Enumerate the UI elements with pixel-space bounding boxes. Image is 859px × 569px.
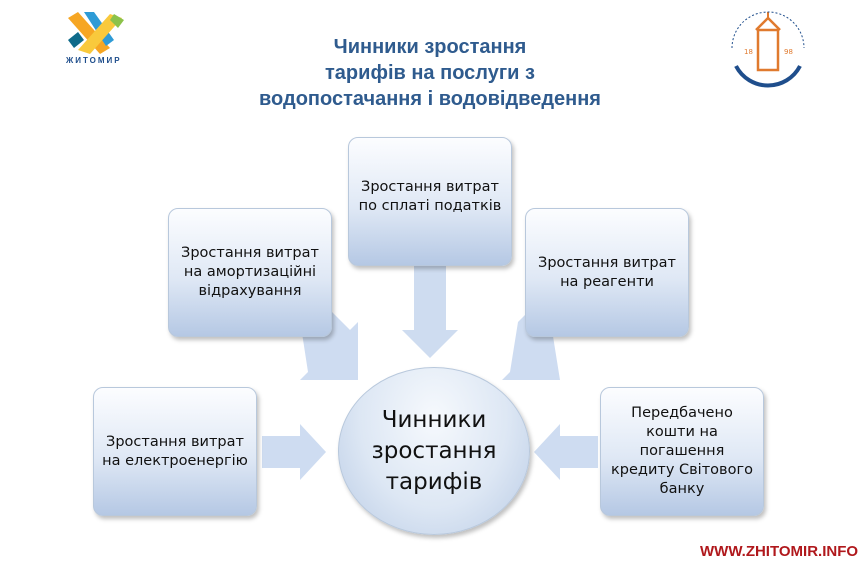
slide-title: Чинники зростання тарифів на послуги з в… [250,34,610,112]
factor-taxes: Зростання витрат по сплаті податків [348,137,512,266]
center-line: зростання [371,437,497,464]
factor-electricity: Зростання витрат на електроенергію [93,387,257,516]
center-node: Чинники зростання тарифів [338,367,530,535]
title-line: Чинники зростання [333,36,527,58]
title-line: тарифів на послуги з [325,62,535,84]
center-line: тарифів [385,468,483,495]
center-line: Чинники [381,406,487,433]
arrow-right [262,424,326,480]
factor-world-bank-credit: Передбачено кошти на погашення кредиту С… [600,387,764,516]
factor-reagents: Зростання витрат на реагенти [525,208,689,337]
svg-text:18: 18 [744,48,753,56]
title-line: водопостачання і водовідведення [259,88,601,110]
zhytomyr-logo [64,10,128,60]
vodokanal-logo: 18 98 [718,8,818,92]
factor-amortization: Зростання витрат на амортизаційні відрах… [168,208,332,337]
zhytomyr-logo-text: ЖИТОМИР [66,56,122,65]
arrow-down [402,266,458,358]
arrow-left [534,424,598,480]
svg-text:98: 98 [784,48,793,56]
watermark: WWW.ZHITOMIR.INFO [700,543,859,560]
